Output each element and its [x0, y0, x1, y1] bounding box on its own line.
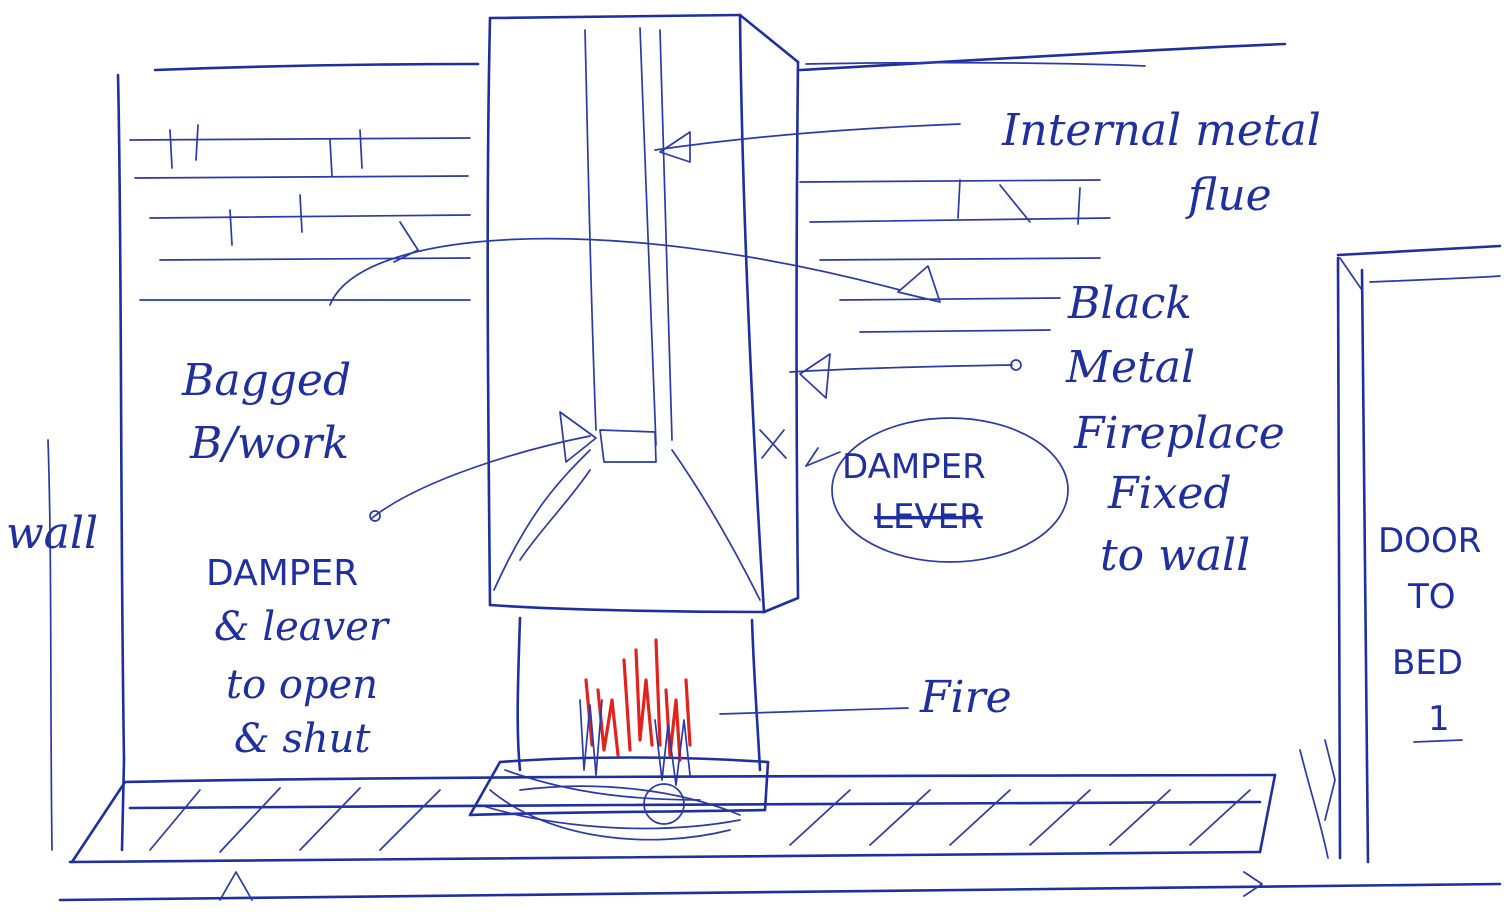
fire-flames	[580, 640, 690, 785]
label-flue-2: flue	[1185, 170, 1272, 221]
label-flue-1: Internal metal	[1001, 105, 1321, 156]
label-bagged-2: B/work	[189, 418, 349, 469]
label-door-1: DOOR	[1378, 521, 1481, 561]
label-damper-lever-1: DAMPER	[842, 447, 986, 487]
label-damper-note-1: DAMPER	[206, 553, 358, 594]
label-damper-note-2: & leaver	[214, 604, 391, 650]
left-wall	[48, 75, 124, 850]
brickwork	[130, 125, 1110, 332]
ceiling-lines	[155, 44, 1285, 70]
damper-lever-bubble	[832, 418, 1068, 562]
label-damper-note-4: & shut	[234, 716, 371, 762]
label-fire: Fire	[919, 672, 1012, 723]
label-fireplace-4: Fixed	[1107, 468, 1232, 519]
label-bagged-1: Bagged	[181, 355, 351, 406]
label-fireplace-3: Fireplace	[1073, 408, 1285, 459]
floor	[60, 884, 1500, 900]
door-number-underline	[1414, 740, 1462, 742]
label-wall: wall	[6, 508, 98, 559]
label-damper-lever-2: LEVER	[874, 497, 983, 537]
label-door-2: TO	[1407, 577, 1456, 617]
label-fireplace-2: Metal	[1065, 342, 1195, 393]
label-fireplace-1: Black	[1067, 278, 1192, 329]
label-door-4: 1	[1428, 699, 1450, 739]
internal-flue	[494, 28, 760, 600]
label-damper-note-3: to open	[226, 662, 378, 708]
hearth	[70, 775, 1275, 862]
label-door-3: BED	[1392, 643, 1463, 683]
label-fireplace-5: to wall	[1100, 530, 1250, 581]
